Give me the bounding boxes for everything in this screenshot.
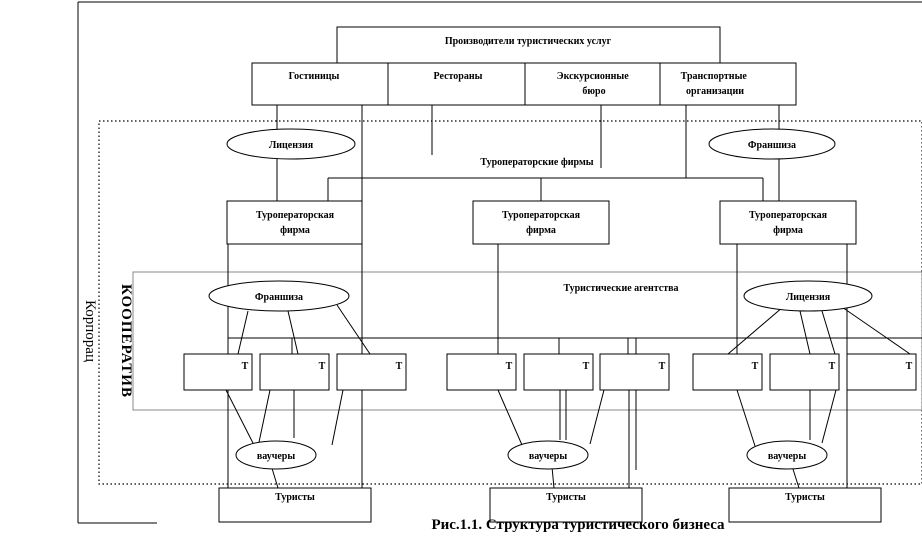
producers-row: Гостиницы Рестораны Экскурсионные бюро Т… bbox=[251, 62, 797, 106]
franchise-oval-top: Франшиза bbox=[708, 128, 836, 160]
license-top-label: Лицензия bbox=[269, 140, 314, 151]
vouchers-oval-2: ваучеры bbox=[507, 440, 589, 470]
agency-letter: Т bbox=[829, 361, 836, 372]
producer-hotels: Гостиницы bbox=[289, 71, 340, 82]
vouchers-oval-1: ваучеры bbox=[235, 440, 317, 470]
agency-letter: Т bbox=[659, 361, 666, 372]
tour-operators-group-label: Туроператорские фирмы bbox=[480, 157, 593, 168]
tourists-box-1: Туристы bbox=[218, 487, 372, 523]
tourists-box-2: Туристы bbox=[489, 487, 643, 523]
franchise-oval-mid: Франшиза bbox=[208, 280, 350, 312]
license-oval-mid: Лицензия bbox=[743, 280, 873, 312]
agency-letter: Т bbox=[319, 361, 326, 372]
travel-agencies-label: Туристические агентства bbox=[563, 283, 678, 294]
agency-box: Т bbox=[183, 353, 253, 391]
tourists-2-label: Туристы bbox=[546, 492, 586, 503]
license-oval-top: Лицензия bbox=[226, 128, 356, 160]
agency-box: Т bbox=[599, 353, 670, 391]
producer-transport: Транспортные организации bbox=[681, 71, 750, 97]
cooperative-border bbox=[98, 120, 922, 485]
producer-restaurants: Рестораны bbox=[434, 71, 483, 82]
agency-letter: Т bbox=[906, 361, 913, 372]
agency-letter: Т bbox=[242, 361, 249, 372]
agency-box: Т bbox=[523, 353, 594, 391]
agency-box: Т bbox=[259, 353, 330, 391]
vouchers-2-label: ваучеры bbox=[529, 451, 568, 462]
corporation-label: Корпорац bbox=[82, 300, 98, 362]
agency-box: Т bbox=[769, 353, 840, 391]
agency-boxes: Т Т Т Т Т Т Т Т bbox=[183, 353, 917, 391]
figure-caption: Рис.1.1. Структура туристического бизнес… bbox=[431, 517, 725, 533]
tourists-1-label: Туристы bbox=[275, 492, 315, 503]
franchise-top-label: Франшиза bbox=[748, 140, 796, 151]
travel-agencies-border bbox=[132, 271, 922, 411]
agency-box: Т bbox=[692, 353, 763, 391]
producers-title: Производители туристических услуг bbox=[445, 36, 612, 47]
franchise-mid-label: Франшиза bbox=[255, 292, 303, 303]
corporation-border bbox=[77, 1, 922, 524]
connector-lines bbox=[225, 105, 922, 489]
vouchers-3-label: ваучеры bbox=[768, 451, 807, 462]
tourists-box-3: Туристы bbox=[728, 487, 882, 523]
producers-header: Производители туристических услуг bbox=[336, 26, 721, 64]
vouchers-oval-3: ваучеры bbox=[746, 440, 828, 470]
agency-box: Т bbox=[446, 353, 517, 391]
agency-box: Т bbox=[846, 353, 917, 391]
producer-excursion-bureau: Экскурсионные бюро bbox=[557, 71, 631, 97]
agency-letter: Т bbox=[396, 361, 403, 372]
agency-box: Т bbox=[336, 353, 407, 391]
agency-letter: Т bbox=[583, 361, 590, 372]
agency-letter: Т bbox=[752, 361, 759, 372]
tourists-3-label: Туристы bbox=[785, 492, 825, 503]
license-mid-label: Лицензия bbox=[786, 292, 831, 303]
vouchers-1-label: ваучеры bbox=[257, 451, 296, 462]
cooperative-label: КООПЕРАТИВ bbox=[118, 284, 134, 398]
agency-letter: Т bbox=[506, 361, 513, 372]
